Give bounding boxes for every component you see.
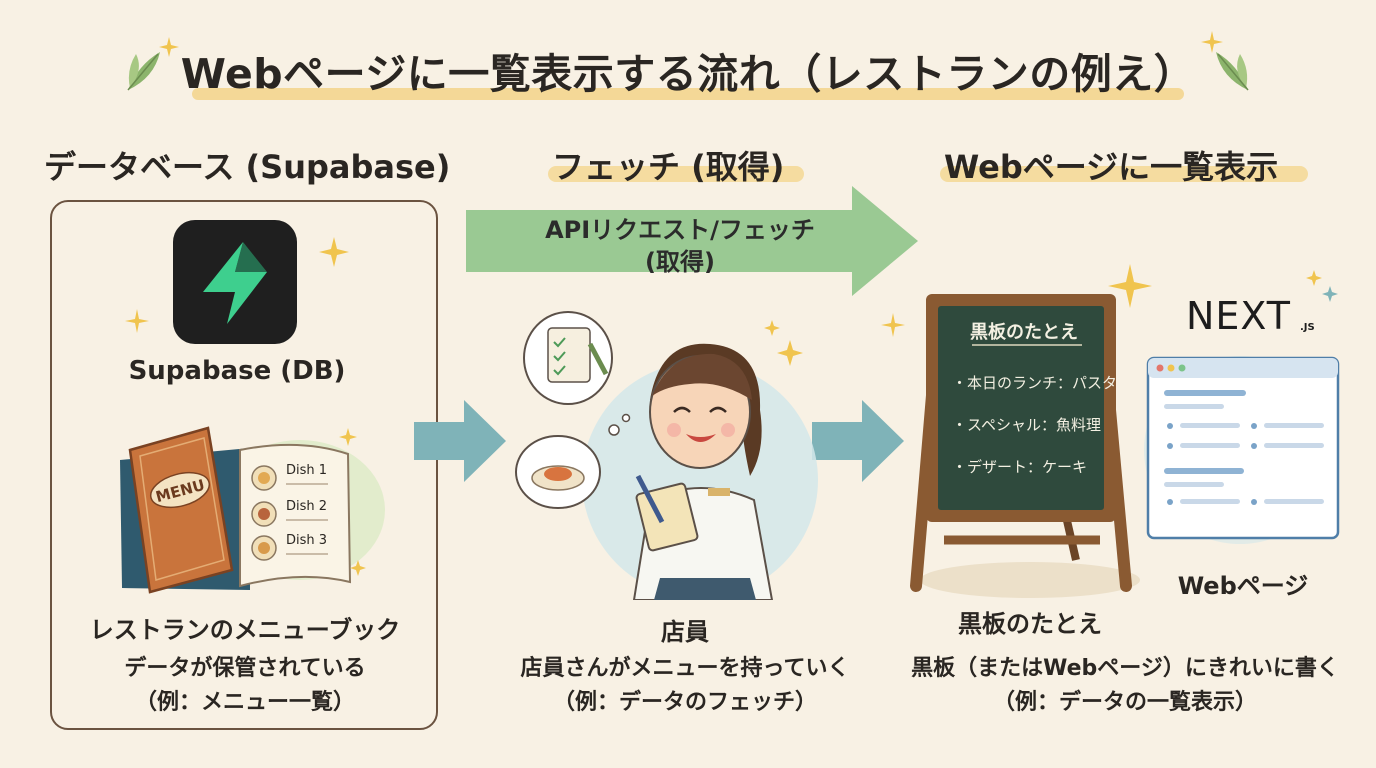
database-panel [50, 200, 438, 730]
sparkle-icon [125, 309, 149, 333]
api-fetch-arrow [466, 186, 918, 296]
staff-illustration [515, 311, 818, 600]
sparkle-icon [1201, 31, 1223, 53]
nextjs-logo-text: NEXT [1186, 294, 1292, 338]
sparkle-icon [881, 313, 905, 337]
api-arrow-line2: (取得) [645, 248, 715, 276]
board-item: ・デザート：ケーキ [952, 458, 1088, 476]
leaf-left-icon [127, 52, 160, 91]
supabase-logo-icon [173, 220, 297, 344]
fetch-heading-highlight [548, 166, 804, 182]
dish-label: Dish 1 [286, 463, 327, 478]
board-caption-line1: 黒板（またはWebページ）にきれいに書く [911, 656, 1339, 681]
staff-label: 店員 [661, 618, 709, 646]
leaf-right-icon [1216, 52, 1249, 91]
dish-label: Dish 2 [286, 499, 327, 514]
api-arrow-label: APIリクエスト/フェッチ (取得) [500, 214, 860, 278]
menu-book-label: レストランのメニューブック [89, 616, 401, 644]
staff-caption-line2: （例：データのフェッチ） [552, 690, 817, 715]
flow-arrow-right-icon [812, 400, 904, 482]
chalkboard-label: 黒板のたとえ [958, 610, 1102, 638]
menu-book-illustration: MENU Dish 1 Dish 2 Dish 3 [120, 426, 385, 594]
web-heading-highlight [940, 166, 1308, 182]
api-arrow-line1: APIリクエスト/フェッチ [545, 216, 815, 244]
staff-caption-line1: 店員さんがメニューを持っていく [520, 656, 850, 681]
sparkle-icon [319, 237, 349, 267]
page-title: Webページに一覧表示する流れ（レストランの例え） [180, 50, 1196, 98]
board-heading-underline [972, 344, 1082, 346]
db-caption-line1: データが保管されている [124, 656, 366, 681]
fetch-heading: フェッチ (取得) [552, 148, 785, 186]
db-heading: データベース (Supabase) [44, 148, 451, 186]
web-heading: Webページに一覧表示 [944, 148, 1279, 186]
sparkle-icon [1306, 270, 1338, 302]
chalkboard-easel [910, 294, 1140, 598]
sparkle-icon [1108, 264, 1152, 308]
supabase-label: Supabase (DB) [128, 356, 346, 386]
flow-arrow-right-icon [414, 400, 506, 482]
board-item: ・本日のランチ：パスタ [952, 374, 1118, 392]
webpage-label: Webページ [1177, 572, 1309, 600]
nextjs-logo-suffix: .JS [1300, 322, 1315, 333]
board-heading: 黒板のたとえ [970, 322, 1078, 343]
board-item: ・スペシャル：魚料理 [952, 416, 1101, 434]
board-caption-line2: （例：データの一覧表示） [992, 690, 1257, 715]
db-caption-line2: （例：メニュー一覧） [134, 690, 355, 715]
title-underline [192, 88, 1184, 100]
browser-window-icon [1144, 356, 1340, 544]
dish-label: Dish 3 [286, 533, 327, 548]
clipboard-icon [547, 327, 591, 383]
sparkle-icon [159, 37, 179, 57]
